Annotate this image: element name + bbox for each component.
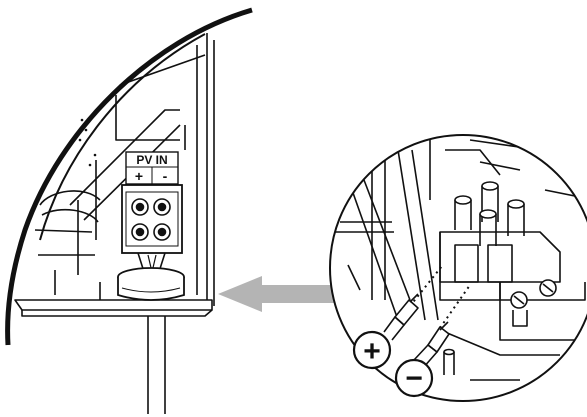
negative-symbol: − bbox=[405, 362, 423, 395]
terminal-screws bbox=[131, 198, 171, 241]
pv-terminal-block bbox=[117, 184, 185, 301]
positive-symbol: + bbox=[363, 335, 381, 368]
terminal-label-minus: - bbox=[163, 168, 168, 184]
inverter-housing bbox=[5, 7, 253, 414]
positive-cable-symbol: + bbox=[352, 330, 392, 370]
terminal-label-plus: + bbox=[135, 168, 143, 184]
negative-cable-symbol: − bbox=[394, 358, 434, 398]
direction-arrow bbox=[218, 276, 367, 312]
terminal-label-pv-in: PV IN bbox=[136, 153, 167, 167]
terminal-labels: PV IN + - bbox=[125, 151, 179, 185]
zoom-detail: + − bbox=[329, 134, 587, 402]
